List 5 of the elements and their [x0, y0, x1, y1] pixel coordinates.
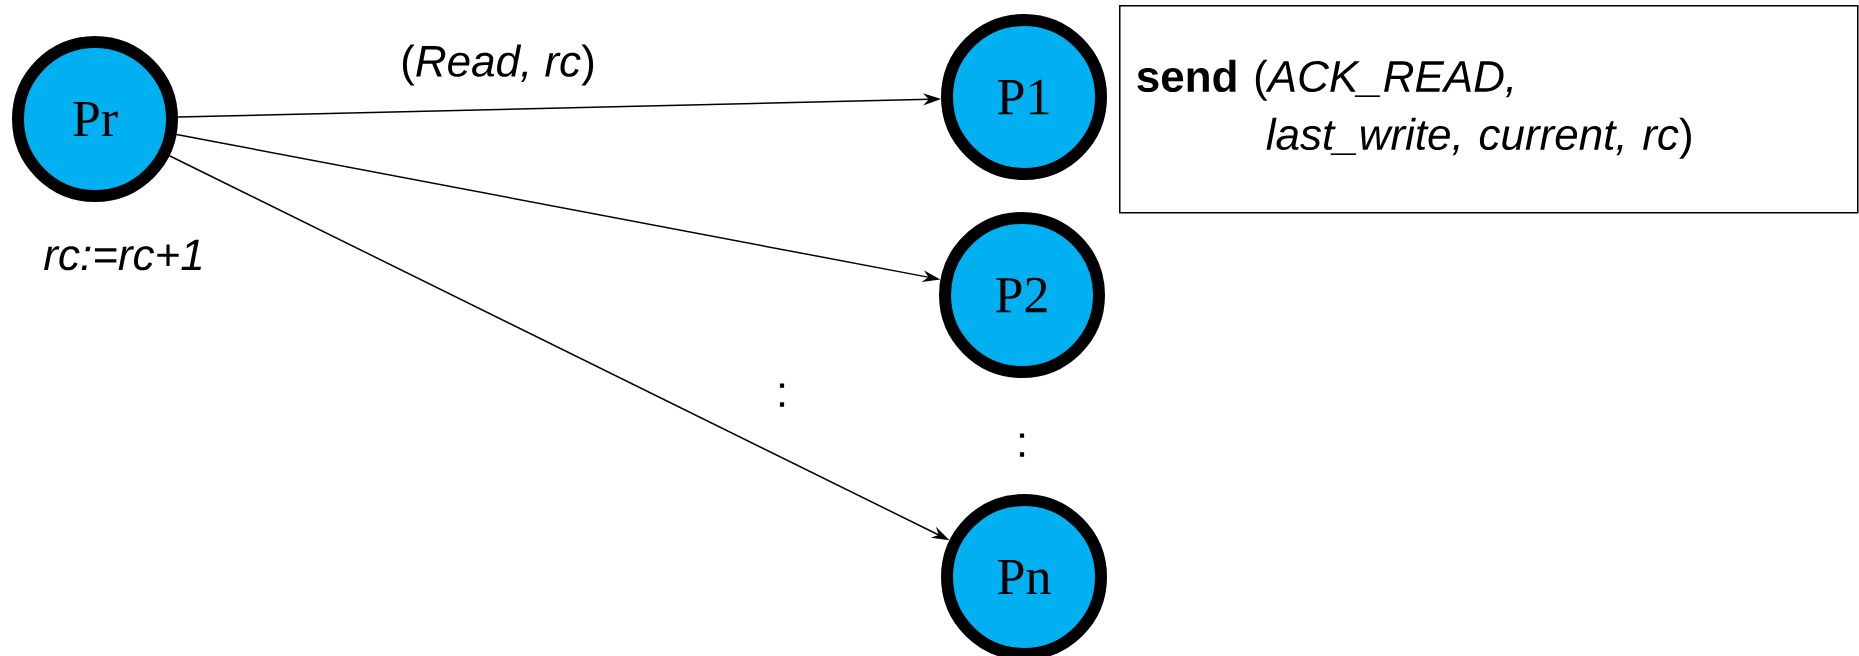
ellipsis-dots: : [1019, 433, 1025, 457]
edge-label: (Read, rc) [397, 41, 599, 89]
node-note: rc:=rc+1 [44, 239, 201, 271]
text-box: send (ACK_READ, last_write, current, rc) [1119, 5, 1859, 214]
ellipsis-dots: : [779, 383, 785, 407]
